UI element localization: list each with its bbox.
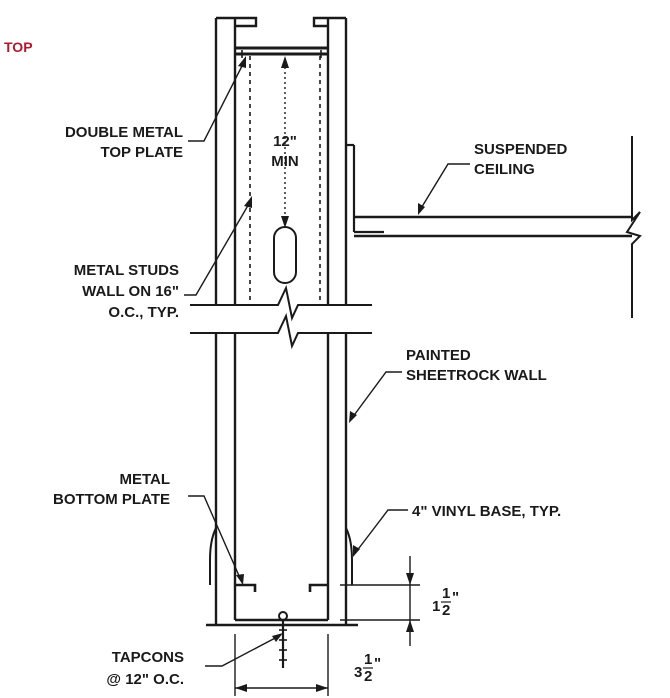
label-bottom-plate: METAL BOTTOM PLATE [53, 471, 170, 508]
label-ceiling: SUSPENDED CEILING [474, 141, 568, 178]
label-sheetrock-line2: SHEETROCK WALL [406, 367, 547, 384]
dim-height-den: 2 [442, 602, 450, 619]
dim-height-num: 1 [442, 585, 450, 602]
wall-structure [190, 16, 372, 668]
label-studs-line1: METAL STUDS [74, 262, 179, 279]
label-vinyl-base: 4" VINYL BASE, TYP. [412, 503, 561, 520]
label-studs-line2: WALL ON 16" [82, 283, 179, 300]
label-top-plate-line2: TOP PLATE [100, 144, 183, 161]
dim-height-unit: " [452, 589, 459, 606]
label-studs-line3: O.C., TYP. [108, 304, 179, 321]
label-sheetrock-line1: PAINTED [406, 347, 471, 364]
dimension-stud-width: 3 1 2 " [234, 634, 381, 696]
suspended-ceiling [346, 136, 642, 318]
label-tapcons-line2: @ 12" O.C. [106, 671, 184, 688]
label-sheetrock: PAINTED SHEETROCK WALL [406, 347, 547, 384]
label-bottom-plate-line1: METAL [119, 471, 170, 488]
dim-width-whole: 3 [354, 664, 362, 681]
label-ceiling-line2: CEILING [474, 161, 535, 178]
dimension-min-gap: 12" MIN [271, 56, 299, 228]
label-tapcons-line1: TAPCONS [112, 649, 184, 666]
dim-width-num: 1 [364, 651, 372, 668]
dim-min-line1: 12" [273, 133, 297, 150]
dim-min-line2: MIN [271, 153, 299, 170]
label-studs: METAL STUDS WALL ON 16" O.C., TYP. [74, 262, 179, 321]
label-ceiling-line1: SUSPENDED [474, 141, 568, 158]
dim-height-whole: 1 [432, 598, 440, 615]
label-top-plate-line1: DOUBLE METAL [65, 124, 183, 141]
corner-label: TOP [4, 39, 33, 55]
dim-width-den: 2 [364, 668, 372, 685]
leader-lines [184, 56, 470, 667]
label-top-plate: DOUBLE METAL TOP PLATE [65, 124, 183, 161]
dim-width-unit: " [374, 655, 381, 672]
dimension-base-height: 1 1 2 " [340, 556, 459, 646]
label-bottom-plate-line2: BOTTOM PLATE [53, 491, 170, 508]
label-tapcons: TAPCONS @ 12" O.C. [106, 649, 184, 688]
